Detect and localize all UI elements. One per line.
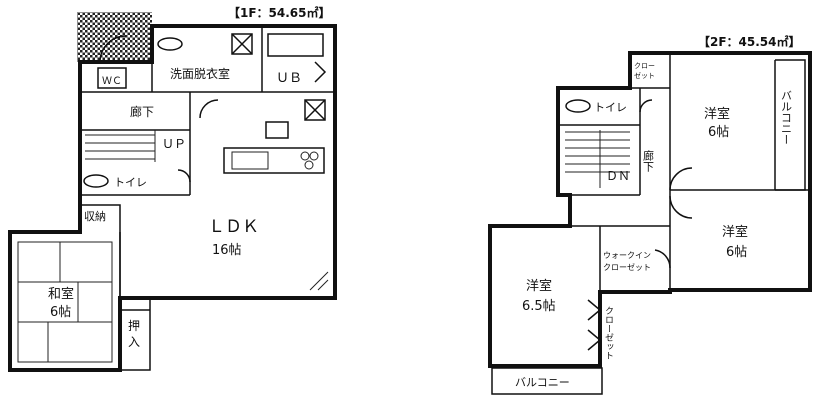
oshiire-label: 入 — [128, 335, 140, 349]
toilet-icon — [83, 174, 109, 188]
closet-top-label: クロー — [634, 62, 655, 70]
closet-top-label: ゼット — [634, 71, 655, 80]
bathtub-icon — [267, 33, 324, 57]
refrigerator-icon — [265, 121, 289, 139]
pantry-icon — [304, 99, 326, 121]
washroom-label: 洗面脱衣室 — [170, 66, 230, 81]
balcony-right-label: バルコニー — [780, 90, 793, 145]
ldk-size-label: 16帖 — [212, 243, 242, 258]
washitsu-label: 和室 — [48, 286, 74, 302]
washing-machine-icon — [231, 33, 253, 55]
floor2-plan: 【2F：45.54㎡】 クロー ゼット — [488, 34, 812, 395]
toilet-label: トイレ — [594, 101, 627, 114]
floor2-area-label: 【2F：45.54㎡】 — [698, 34, 801, 49]
closet-door-icon — [587, 329, 602, 351]
door-swing-icon — [199, 99, 219, 119]
floor1-area-label: 【1F：54.65㎡】 — [228, 5, 331, 20]
youshitsu-e-label: 洋室 — [722, 224, 748, 240]
stairs-up-icon — [85, 130, 156, 162]
storage-label: 収納 — [84, 210, 106, 223]
stairs-up-label: ＵＰ — [162, 137, 186, 151]
door-swing-icon — [654, 249, 671, 269]
floor1-outer-wall — [8, 24, 337, 372]
closet-door-icon — [587, 299, 602, 321]
floor1-plan: 【1F：54.65㎡】 — [8, 5, 337, 372]
ldk-label: ＬＤＫ — [208, 217, 259, 237]
closet-vertical-label: クローゼット — [603, 306, 614, 360]
entrance-porch — [77, 12, 152, 62]
wc-label: ＷＣ — [102, 76, 122, 87]
tatami-mats — [17, 241, 113, 363]
washing-machine-icon — [231, 33, 253, 55]
ub-label: ＵＢ — [276, 71, 302, 86]
balcony-bottom — [491, 367, 603, 395]
stove-burner-icon — [300, 151, 310, 161]
hallway-label: 廊下 — [130, 104, 154, 119]
washitsu-size-label: 6帖 — [50, 305, 71, 320]
wall-line — [629, 53, 670, 89]
floor2-outer-wall — [488, 51, 812, 368]
stairs-down-label: ＤＮ — [606, 169, 630, 183]
toilet-label: トイレ — [114, 176, 147, 189]
stairs-corner — [309, 271, 329, 291]
door-swing-icon — [669, 195, 693, 219]
wc-room — [97, 67, 127, 89]
youshitsu-w-label: 洋室 — [526, 278, 552, 294]
youshitsu-ne-label: 洋室 — [704, 106, 730, 122]
wash-basin-icon — [157, 37, 183, 51]
walkin-closet-label: ウォークイン — [603, 251, 651, 260]
hallway-label: 廊下 — [642, 149, 655, 173]
stove-burner-icon — [309, 151, 319, 161]
walkin-closet-label: クローゼット — [603, 262, 651, 272]
door-swing-icon — [639, 99, 653, 113]
kitchen-counter — [223, 147, 325, 174]
wall-line — [120, 298, 151, 371]
door-swing-icon — [669, 167, 693, 191]
pantry-icon — [304, 99, 326, 121]
toilet-icon — [565, 99, 591, 113]
ub-door-icon — [314, 61, 327, 83]
youshitsu-e-size-label: 6帖 — [726, 245, 747, 260]
entrance-door-swing-icon — [99, 35, 127, 63]
oshiire-label: 押 — [128, 319, 140, 333]
balcony-bottom-label: バルコニー — [515, 376, 570, 389]
stove-burner-icon — [304, 160, 314, 170]
stairs-down-icon — [565, 130, 630, 188]
door-swing-icon — [177, 169, 191, 183]
youshitsu-ne-size-label: 6帖 — [708, 125, 729, 140]
youshitsu-w-size-label: 6.5帖 — [522, 299, 556, 314]
sink-icon — [231, 151, 269, 170]
